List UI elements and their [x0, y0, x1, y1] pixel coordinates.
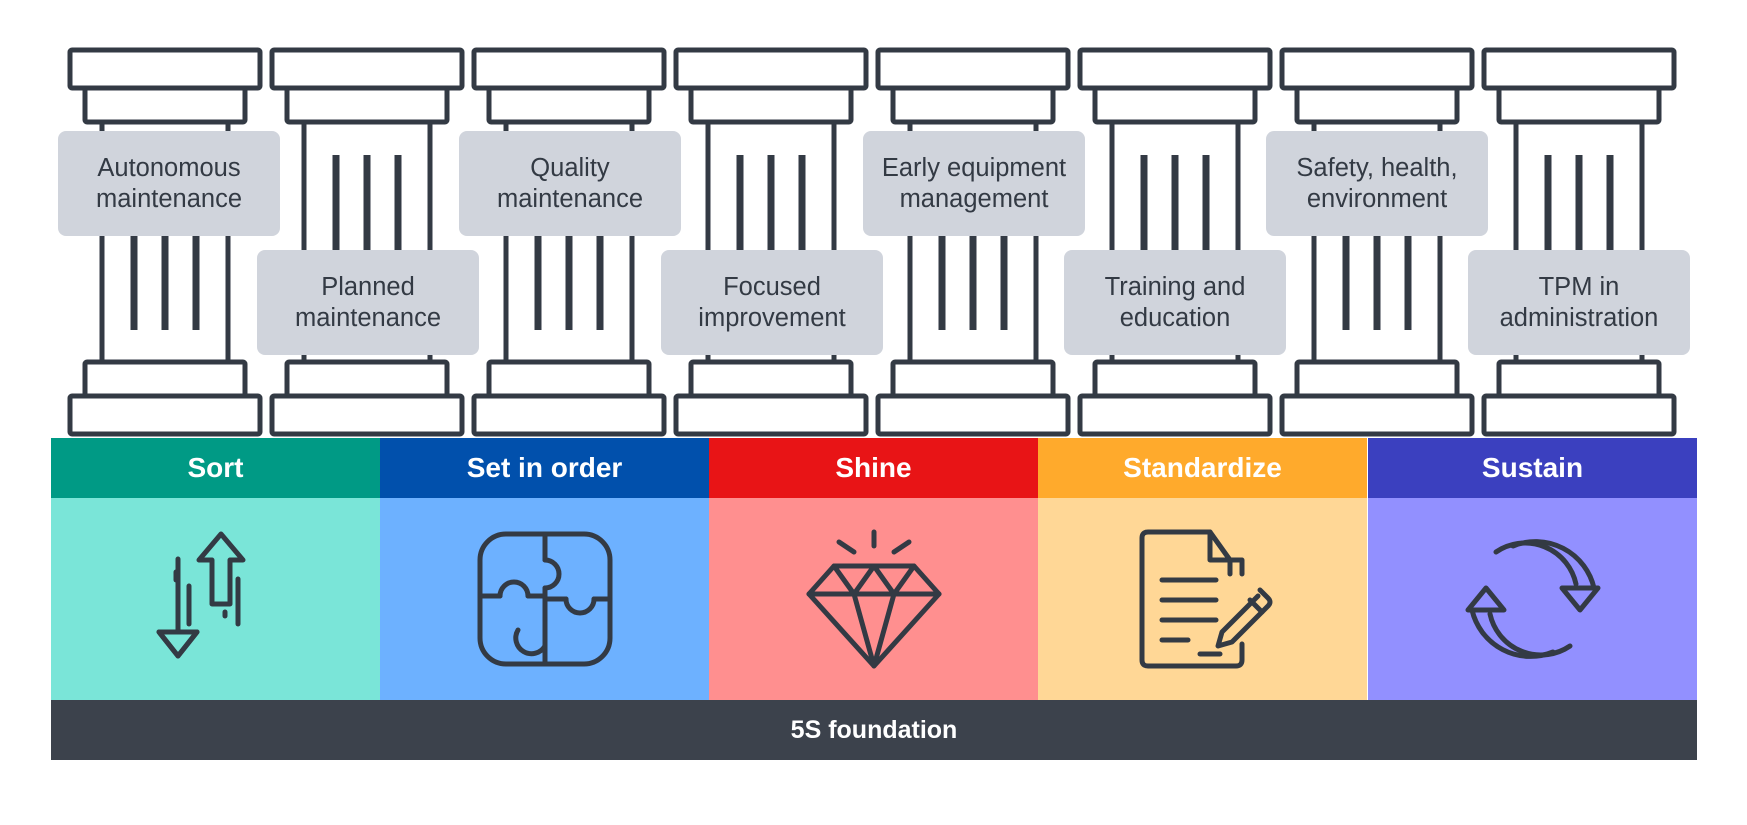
pillar-capital-top	[1077, 47, 1273, 91]
pillar-capital-bottom	[688, 85, 854, 125]
5s-panel-standardize	[1038, 498, 1367, 700]
pillar-base-top	[890, 359, 1056, 399]
pillar-label-training-and-education: Training and education	[1064, 250, 1286, 355]
pillar-capital-bottom	[82, 85, 248, 125]
pillar-base-top	[486, 359, 652, 399]
5s-panel-set-in-order	[380, 498, 709, 700]
pillar-capital-bottom	[1294, 85, 1460, 125]
pillar-label-quality-maintenance: Quality maintenance	[459, 131, 681, 236]
5s-header-standardize: Standardize	[1038, 438, 1367, 498]
foundation-label: 5S foundation	[790, 715, 958, 744]
pillar-base-top	[1294, 359, 1460, 399]
pillar-label-autonomous-maintenance: Autonomous maintenance	[58, 131, 280, 236]
5s-header-sort: Sort	[51, 438, 380, 498]
5s-header-set-in-order: Set in order	[380, 438, 709, 498]
5s-header-sustain: Sustain	[1368, 438, 1697, 498]
5s-header-shine: Shine	[709, 438, 1038, 498]
pillar-capital-top	[673, 47, 869, 91]
pillar-capital-bottom	[486, 85, 652, 125]
pillar-capital-top	[471, 47, 667, 91]
pillar-capital-top	[269, 47, 465, 91]
pillar-base-bottom	[269, 393, 465, 437]
5s-panel-sustain	[1368, 498, 1697, 700]
pillar-label-focused-improvement: Focused improvement	[661, 250, 883, 355]
pillar-label-safety-health-environment: Safety, health, environment	[1266, 131, 1488, 236]
5s-panel-shine	[709, 498, 1038, 700]
pillar-capital-bottom	[890, 85, 1056, 125]
pillar-base-bottom	[471, 393, 667, 437]
pillar-label-planned-maintenance: Planned maintenance	[257, 250, 479, 355]
pillar-base-top	[1496, 359, 1662, 399]
pillar-base-bottom	[875, 393, 1071, 437]
cycle-arrows-icon	[1465, 539, 1600, 659]
pillar-base-bottom	[673, 393, 869, 437]
pillar-base-top	[1092, 359, 1258, 399]
pillar-capital-top	[67, 47, 263, 91]
pillar-base-top	[284, 359, 450, 399]
pillar-base-bottom	[1481, 393, 1677, 437]
5s-panel-sort	[51, 498, 380, 700]
5s-foundation-bar: 5S foundation	[51, 700, 1697, 760]
pillar-base-bottom	[67, 393, 263, 437]
pillar-label-tpm-in-administration: TPM in administration	[1468, 250, 1690, 355]
diamond-icon	[806, 529, 941, 669]
pillar-capital-top	[1481, 47, 1677, 91]
pillar-capital-bottom	[1092, 85, 1258, 125]
pillar-capital-bottom	[284, 85, 450, 125]
pillar-base-top	[82, 359, 248, 399]
pillar-label-early-equipment-management: Early equipment management	[863, 131, 1085, 236]
puzzle-icon	[477, 531, 612, 667]
pillar-base-top	[688, 359, 854, 399]
pillar-base-bottom	[1279, 393, 1475, 437]
swap-arrows-icon	[156, 531, 245, 659]
pillar-capital-top	[1279, 47, 1475, 91]
document-edit-icon	[1139, 529, 1272, 669]
pillar-base-bottom	[1077, 393, 1273, 437]
pillar-capital-top	[875, 47, 1071, 91]
pillar-capital-bottom	[1496, 85, 1662, 125]
